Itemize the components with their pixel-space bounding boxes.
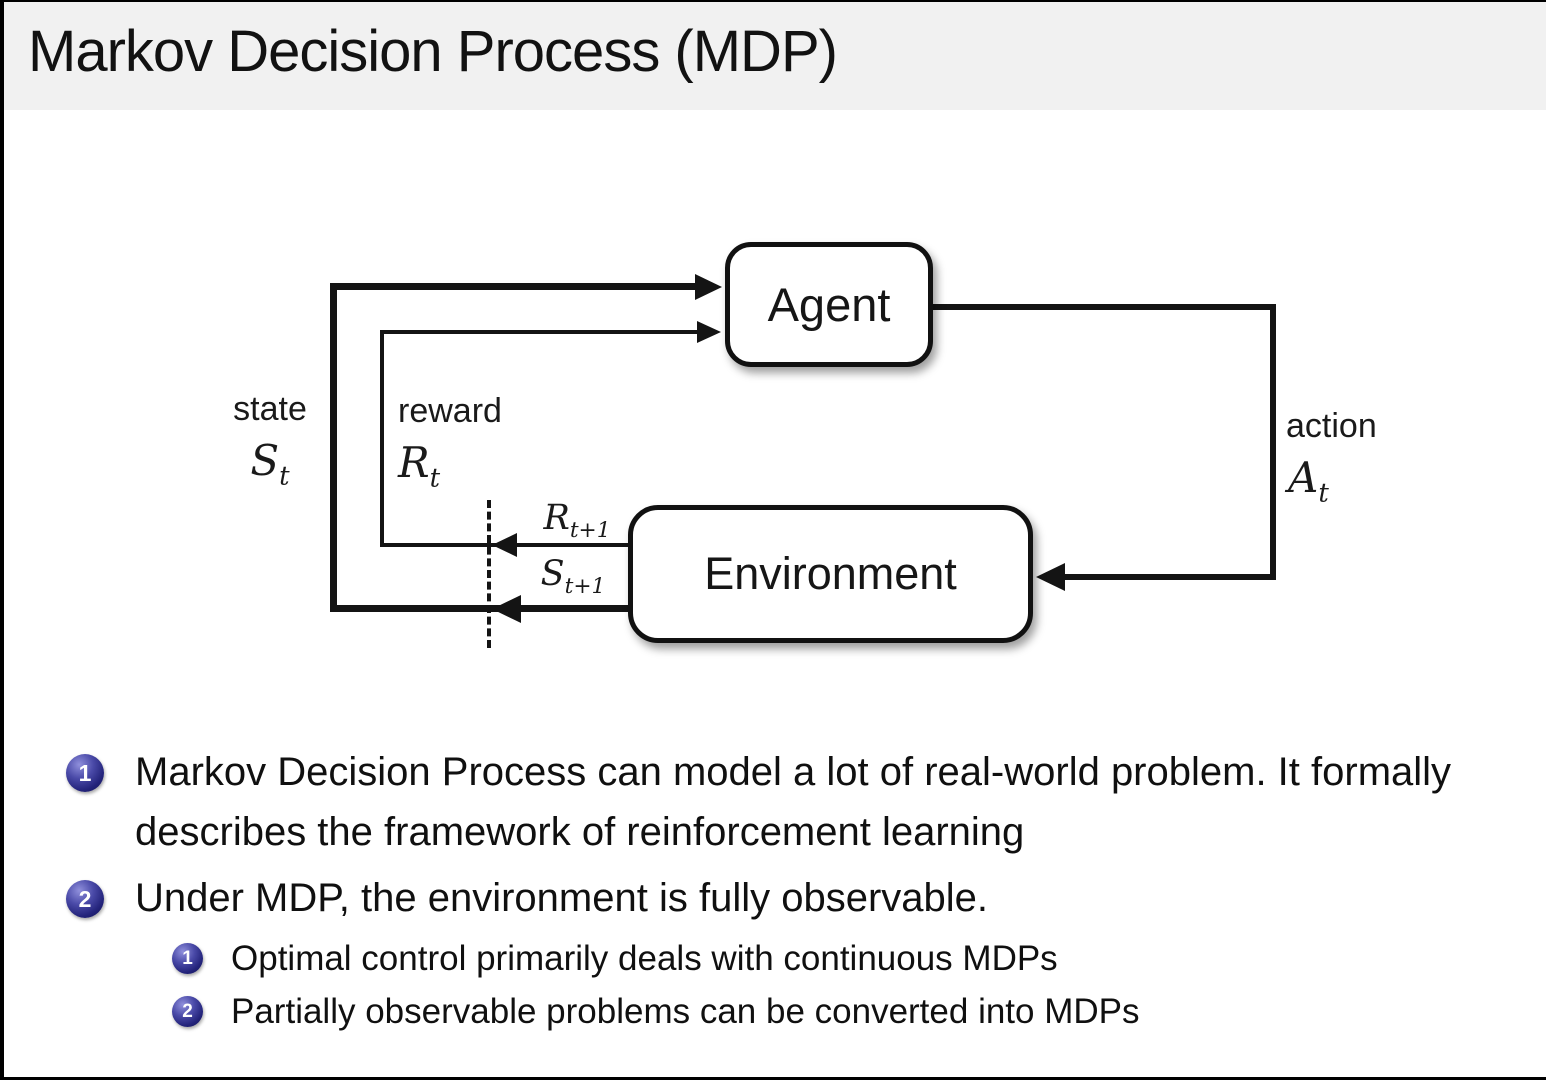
- bullet-2-text: Under MDP, the environment is fully obse…: [135, 876, 989, 920]
- agent-node: Agent: [725, 242, 933, 367]
- action-symbol: At: [1288, 453, 1329, 509]
- sub-bullet-2-text: Partially observable problems can be con…: [231, 992, 1140, 1031]
- slide-border-top: [0, 0, 1546, 2]
- slide-title: Markov Decision Process (MDP): [28, 19, 838, 84]
- sub-bullet-1-number: 1: [172, 943, 203, 974]
- environment-label: Environment: [704, 548, 957, 599]
- state-line-vertical: [330, 283, 337, 612]
- action-line-bottom: [1060, 574, 1276, 580]
- environment-node: Environment: [628, 505, 1033, 643]
- action-line-vertical: [1270, 304, 1276, 580]
- reward-arrowhead-into-agent: [697, 321, 721, 343]
- bullet-list: 1 Markov Decision Process can model a lo…: [0, 740, 1546, 1060]
- reward-line-top: [380, 330, 700, 334]
- sub-bullet-2-number: 2: [172, 996, 203, 1027]
- next-state-symbol: St+1: [540, 554, 606, 599]
- bullet-2-number: 2: [66, 880, 104, 918]
- slide-border-bottom: [0, 1077, 1546, 1080]
- reward-label: reward: [398, 392, 502, 430]
- action-label: action: [1286, 407, 1377, 445]
- next-state-arrowhead: [492, 595, 521, 623]
- next-reward-symbol: Rt+1: [543, 498, 611, 543]
- slide-border-left: [0, 0, 4, 1080]
- timestep-dashed-line: [487, 500, 491, 648]
- bullet-1-number: 1: [66, 754, 104, 792]
- sub-bullet-1-text: Optimal control primarily deals with con…: [231, 939, 1058, 978]
- action-arrowhead-into-environment: [1036, 563, 1065, 591]
- state-symbol: St: [250, 436, 290, 492]
- state-arrowhead-into-agent: [695, 274, 722, 300]
- reward-symbol: Rt: [398, 438, 441, 494]
- agent-label: Agent: [767, 278, 891, 331]
- state-line-top: [330, 283, 700, 290]
- slide-header: Markov Decision Process (MDP): [0, 0, 1546, 110]
- bullet-1-text: Markov Decision Process can model a lot …: [135, 750, 1452, 854]
- state-label: state: [233, 390, 307, 428]
- next-reward-arrowhead: [492, 533, 517, 557]
- mdp-diagram: Agent Environment state St reward Rt Rt+…: [0, 110, 1546, 700]
- action-line-top: [930, 304, 1276, 310]
- state-line-bottom: [330, 605, 630, 612]
- reward-line-vertical: [380, 330, 384, 547]
